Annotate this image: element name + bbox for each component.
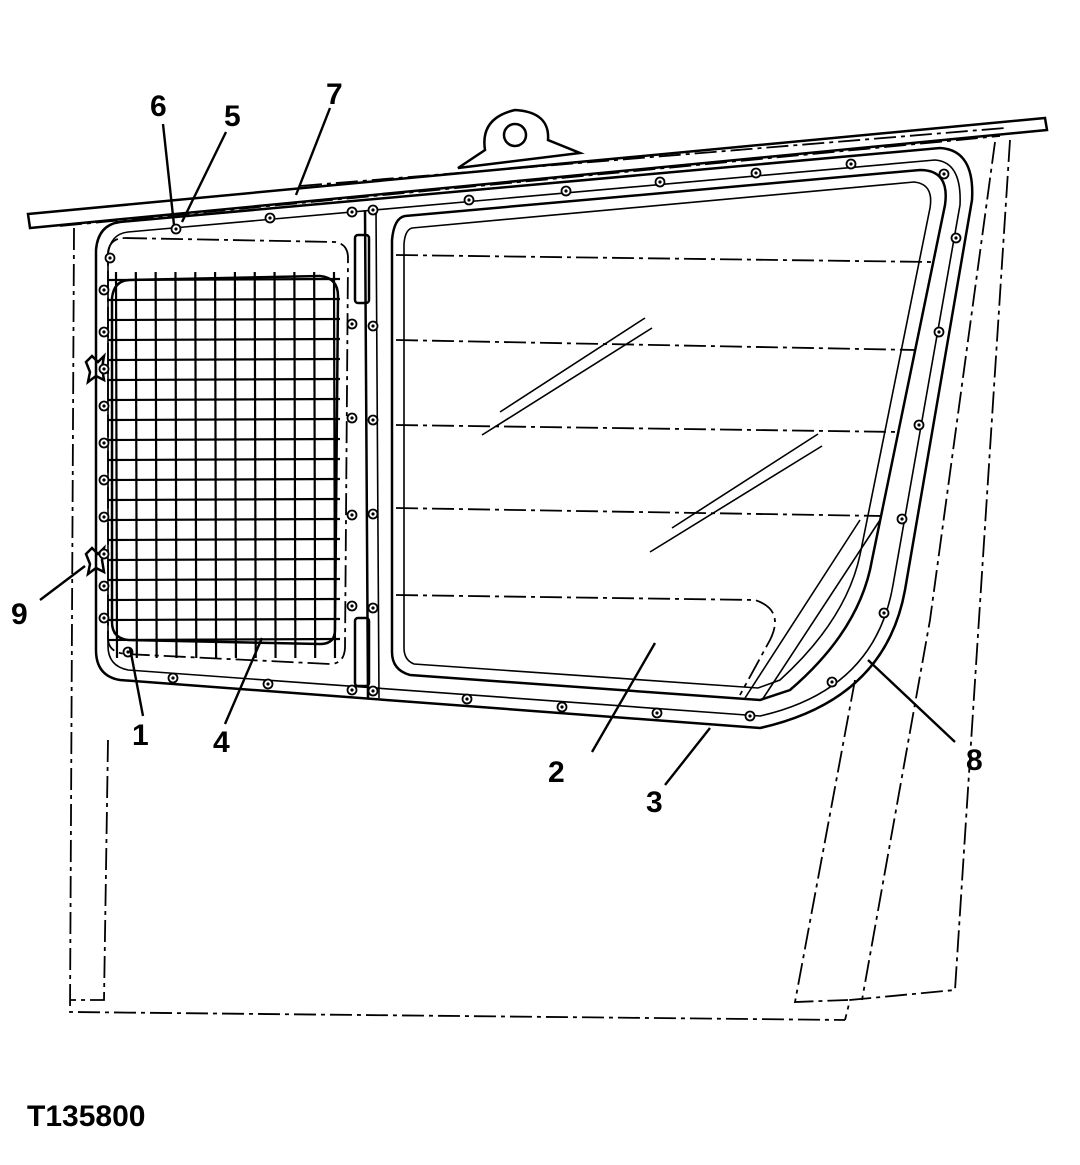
bolt-center [126,650,130,654]
bolt-center [268,216,272,220]
bolt-center [371,689,375,693]
mesh-wire-horizontal [107,477,341,482]
callout-3: 3 [646,786,663,819]
bolt-center [754,171,758,175]
roof-frame [26,108,1049,230]
bolt-center [266,682,270,686]
bolt-center [882,611,886,615]
bolt-center [371,606,375,610]
bolt-center [560,705,564,709]
mesh-wire-horizontal [107,277,341,282]
bolt-center [350,688,354,692]
mesh-wire-horizontal [107,357,341,362]
bolt-center [658,180,662,184]
bolt-center [917,423,921,427]
mesh-wire-vertical [134,271,138,659]
bolt-center [102,616,106,620]
bolt-center [350,210,354,214]
callout-1: 1 [132,719,149,752]
bolt-center [942,172,946,176]
mesh-wire-vertical [174,271,178,659]
bolt-center [102,478,106,482]
bolt-center [467,198,471,202]
mesh-wire-vertical [253,271,257,659]
bolt-center [102,552,106,556]
callout-labels: 1 2 3 4 5 6 7 8 9 [11,78,983,819]
callout-2: 2 [548,756,565,789]
bolt-center [371,512,375,516]
mesh-wire-horizontal [107,577,341,582]
cab-body-outline [69,139,1011,1021]
mesh-wire-horizontal [107,437,341,442]
callout-9: 9 [11,598,28,631]
mesh-wire-horizontal [107,377,341,382]
mesh-wire-vertical [154,271,158,659]
mesh-wire-vertical [332,271,337,659]
mesh-wire-horizontal [107,317,341,322]
leader-lines [39,107,956,786]
mesh-wire-vertical [273,271,277,659]
mesh-wire-horizontal [107,557,341,562]
mesh-wire-horizontal [107,397,341,402]
bolt-center [748,714,752,718]
bolt-center [102,330,106,334]
bolt-center [174,227,178,231]
bolt-center [465,697,469,701]
figure-id: T135800 [27,1100,146,1133]
bolt-center [954,236,958,240]
bolt-center [564,189,568,193]
bolt-center [350,416,354,420]
callout-6: 6 [150,90,167,123]
bolt-center [102,404,106,408]
bolt-center [900,517,904,521]
bolt-center [102,515,106,519]
mesh-wire-horizontal [107,597,341,602]
bolt-center [102,288,106,292]
mesh-wire-vertical [194,271,198,659]
mesh-wire-horizontal [107,637,341,642]
bolt-center [937,330,941,334]
mesh-wire-vertical [114,271,119,659]
mesh-wire-horizontal [107,497,341,502]
bolt-center [102,584,106,588]
bolt-center [655,711,659,715]
callout-8: 8 [966,744,983,777]
mesh-wire-horizontal [107,297,341,302]
bolt-center [350,322,354,326]
mesh-wire-horizontal [107,417,341,422]
mesh-wire-vertical [293,271,297,659]
divider-post [353,209,380,699]
callout-5: 5 [224,100,241,133]
bolt-center [102,367,106,371]
bolt-center [102,441,106,445]
bolt-center [350,513,354,517]
mesh-wire-vertical [313,271,317,659]
mesh-wire-vertical [213,271,218,659]
mesh-wire-horizontal [107,517,341,522]
mesh-wire-horizontal [107,617,341,622]
mesh-wire-horizontal [107,457,341,462]
bolt-center [371,418,375,422]
callout-4: 4 [213,726,230,759]
bolt-center [108,256,112,260]
mesh-wire-horizontal [107,537,341,542]
wire-mesh-guard [107,271,341,659]
bolt-center [171,676,175,680]
fastener-bolts [98,158,962,722]
callout-7: 7 [326,78,343,111]
bolt-center [830,680,834,684]
bolt-center [371,324,375,328]
bolt-center [350,604,354,608]
bolt-center [371,208,375,212]
bolt-center [849,162,853,166]
door-glass-panel [390,168,947,702]
mesh-wire-horizontal [107,337,341,342]
mesh-wire-vertical [233,271,238,659]
sliding-window-frame [107,237,349,665]
